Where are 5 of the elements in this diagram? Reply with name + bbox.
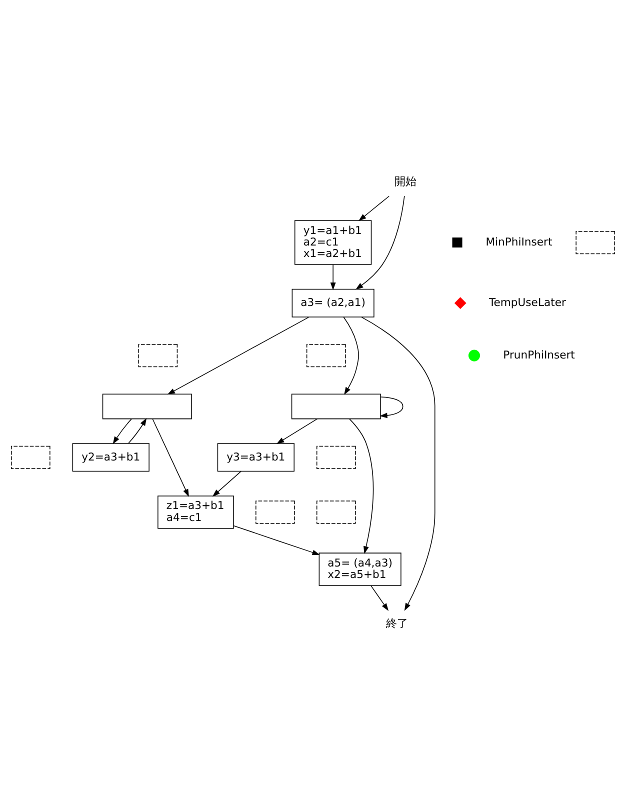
legend-label: PrunPhiInsert bbox=[503, 348, 575, 361]
legend-label: MinPhiInsert bbox=[486, 234, 552, 248]
node-text: 終了 bbox=[386, 616, 408, 630]
node-text: 開始 bbox=[394, 174, 417, 188]
legend-label: TempUseLater bbox=[489, 295, 566, 308]
